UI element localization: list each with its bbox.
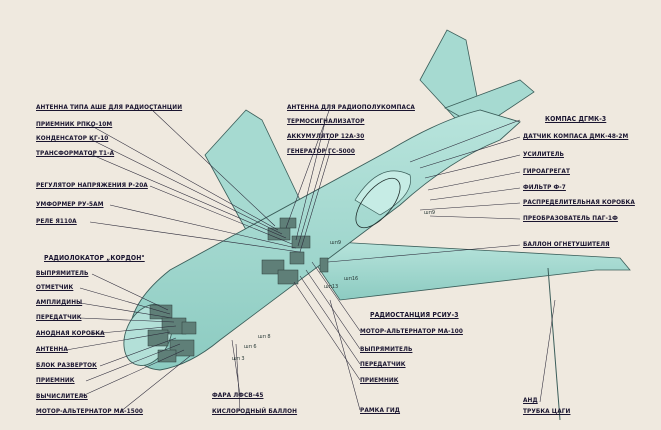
label-ashe-antenna: АНТЕННА ТИПА АШЕ ДЛЯ РАДИОСТАНЦИИ [36, 103, 183, 111]
right-wing [299, 239, 631, 301]
label-thermo-signal: ТЕРМОСИГНАЛИЗАТОР [287, 117, 365, 125]
label-radar-sweep-unit: БЛОК РАЗВЕРТОК [36, 361, 97, 369]
label-extinguisher-bottle: БАЛЛОН ОГНЕТУШИТЕЛЯ [523, 240, 610, 248]
label-radar-transmitter: ПЕРЕДАТЧИК [36, 313, 82, 321]
label-oxygen-bottle: КИСЛОРОДНЫЙ БАЛЛОН [212, 407, 298, 415]
svg-text:шп 8: шп 8 [258, 334, 271, 340]
label-junction-box: РАСПРЕДЕЛИТЕЛЬНАЯ КОРОБКА [523, 198, 635, 206]
label-umformer: УМФОРМЕР РУ-5АМ [36, 200, 104, 208]
label-radar-motor-alternator: МОТОР-АЛЬТЕРНАТОР МА-1500 [36, 407, 144, 415]
label-radiocompass-antenna: АНТЕННА ДЛЯ РАДИОПОЛУКОМПАСА [287, 103, 415, 111]
label-radio-transmitter: ПЕРЕДАТЧИК [360, 360, 406, 368]
label-loop-antenna: РАМКА ГИД [360, 406, 401, 414]
radar-title: РАДИОЛОКАТОР „КОРДОН" [44, 254, 145, 262]
label-converter: ПРЕОБРАЗОВАТЕЛЬ ПАГ-1Ф [523, 214, 618, 222]
label-radar-receiver: ПРИЕМНИК [36, 376, 75, 384]
label-radar-rectifier: ВЫПРЯМИТЕЛЬ [36, 269, 89, 277]
label-transformer: ТРАНСФОРМАТОР Т1-А [36, 149, 115, 157]
label-radar-computer: ВЫЧИСЛИТЕЛЬ [36, 392, 88, 400]
label-capacitor: КОНДЕНСАТОР КГ-10 [36, 134, 109, 142]
label-radio-receiver: ПРИЕМНИК [360, 376, 399, 384]
label-radar-amplidynes: АМПЛИДИНЫ [36, 298, 83, 306]
leader-lines [65, 107, 556, 413]
label-filter: ФИЛЬТР Ф-7 [523, 183, 566, 191]
label-radar-anode-box: АНОДНАЯ КОРОБКА [36, 329, 105, 337]
svg-text:шп 3: шп 3 [232, 356, 245, 362]
label-radar-marker: ОТМЕТЧИК [36, 283, 74, 291]
label-compass: КОМПАС ДГМК-3 [545, 115, 607, 123]
svg-text:шп9: шп9 [424, 210, 435, 216]
label-radio-motor-alternator: МОТОР-АЛЬТЕРНАТОР МА-100 [360, 327, 463, 335]
radio-station-title: РАДИОСТАНЦИЯ РСИУ-3 [370, 311, 459, 319]
label-radar-antenna: АНТЕННА [36, 345, 68, 353]
label-rpko-receiver: ПРИЕМНИК РПКО-10М [36, 120, 113, 128]
label-amplifier: УСИЛИТЕЛЬ [523, 150, 564, 158]
label-relay: РЕЛЕ Я110А [36, 217, 77, 225]
svg-text:шп 6: шп 6 [244, 344, 257, 350]
svg-text:шп13: шп13 [324, 284, 338, 290]
label-compass-sensor: ДАТЧИК КОМПАСА ДМК-48-2М [523, 132, 629, 140]
label-and: АНД [523, 396, 538, 404]
svg-text:шп9: шп9 [330, 240, 341, 246]
label-radio-rectifier: ВЫПРЯМИТЕЛЬ [360, 345, 413, 353]
svg-text:шп16: шп16 [344, 276, 358, 282]
label-battery: АККУМУЛЯТОР 12А-30 [287, 132, 365, 140]
vertical-fin [419, 29, 481, 119]
frame-numbers: шп 3 шп 6 шп 8 шп13 шп16 шп9 шп9 [232, 210, 435, 362]
pitot-tube [547, 267, 561, 421]
frame-ring [355, 177, 401, 229]
fuselage [129, 109, 521, 371]
label-generator: ГЕНЕРАТОР ГС-5000 [287, 147, 355, 155]
label-voltage-regulator: РЕГУЛЯТОР НАПРЯЖЕНИЯ Р-20А [36, 181, 148, 189]
label-headlight: ФАРА ЛФСВ-45 [212, 391, 264, 399]
label-pitot-tube: ТРУБКА ЦАГИ [523, 407, 571, 415]
label-gyro-unit: ГИРОАГРЕГАТ [523, 167, 570, 175]
